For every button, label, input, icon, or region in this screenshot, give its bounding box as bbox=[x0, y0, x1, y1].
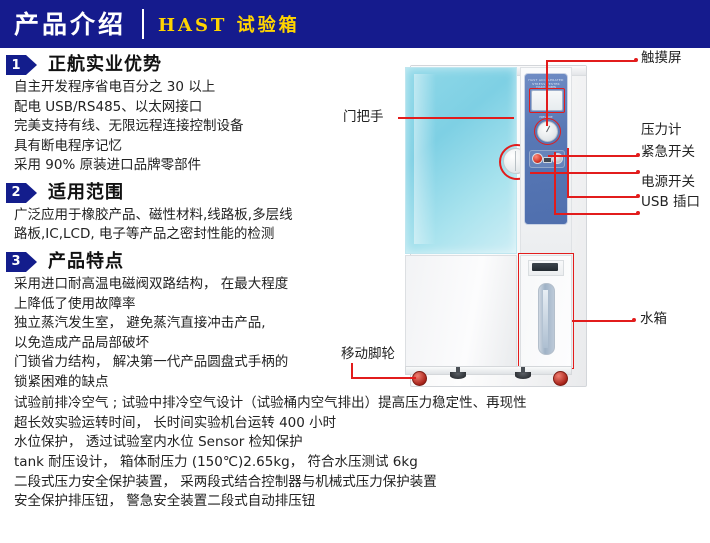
section-1-line: 自主开发程序省电百分之 30 以上 bbox=[14, 79, 216, 95]
section-3-line: 独立蒸汽发生室， 避免蒸汽直接冲击产品, bbox=[14, 315, 266, 332]
callout-label-usb: USB 插口 bbox=[641, 194, 701, 210]
cabinet-base bbox=[405, 366, 572, 375]
section-title-2: 适用范围 bbox=[48, 181, 124, 203]
callout-line-water-tank bbox=[572, 320, 634, 322]
caster-wheel bbox=[553, 371, 568, 386]
section-3-wide-line: tank 耐压设计， 箱体耐压力 (150℃)2.65kg， 符合水压测试 6k… bbox=[14, 454, 418, 470]
section-badge-1: 1 bbox=[6, 55, 37, 75]
callout-label-emergency-switch: 紧急开关 bbox=[641, 144, 695, 160]
pressure-gauge-highlight bbox=[534, 118, 561, 145]
callout-label-power-switch: 电源开关 bbox=[641, 174, 695, 190]
callout-dot-pressure-gauge bbox=[636, 153, 640, 157]
chamber-door bbox=[405, 67, 517, 254]
callout-line-touchscreen-v bbox=[546, 78, 548, 126]
callout-line-power-switch-h bbox=[567, 196, 638, 198]
emergency-switch-button[interactable] bbox=[532, 153, 543, 164]
callout-line-usb-h bbox=[554, 213, 638, 215]
water-level-indicator bbox=[543, 290, 548, 348]
callout-label-water-tank: 水箱 bbox=[640, 311, 667, 327]
section-3-wide-line: 二段式压力安全保护装置， 采两段式结合控制器与机械式压力保护装置 bbox=[14, 473, 437, 490]
callout-line-caster-h bbox=[351, 377, 416, 379]
callout-line-power-switch-v bbox=[567, 148, 569, 198]
section-header-2: 2 适用范围 bbox=[6, 183, 420, 203]
callout-label-caster: 移动脚轮 bbox=[341, 346, 395, 362]
callout-line-usb-v bbox=[554, 152, 556, 215]
callout-line-touchscreen-v2 bbox=[546, 60, 548, 78]
water-tank-highlight bbox=[518, 253, 574, 369]
panel-brand-text: HAST ACCELERATED STRESS TESTER bbox=[528, 78, 564, 86]
section-1-line: 完美支持有线、无限远程连接控制设备 bbox=[14, 118, 244, 135]
section-1-line: 配电 USB/RS485、以太网接口 bbox=[14, 98, 203, 115]
power-switch-button[interactable] bbox=[552, 153, 563, 164]
section-3-line: 采用进口耐高温电磁阀双路结构， 在最大程度 bbox=[14, 275, 289, 292]
callout-label-door-handle: 门把手 bbox=[343, 109, 384, 125]
section-3-line: 上降低了使用故障率 bbox=[14, 295, 136, 312]
section-body-1: 自主开发程序省电百分之 30 以上 配电 USB/RS485、以太网接口 完美支… bbox=[14, 78, 420, 176]
section-body-3-wide: 试验前排冷空气 ; 试验中排冷空气设计（试验桶内空气排出）提高压力稳定性、再现性… bbox=[14, 394, 527, 511]
section-3-line: 门锁省力结构， 解决第一代产品圆盘式手柄的 bbox=[14, 354, 289, 371]
section-3-wide-line: 试验前排冷空气 ; 试验中排冷空气设计（试验桶内空气排出）提高压力稳定性、再现性 bbox=[14, 395, 527, 412]
leveling-foot bbox=[450, 367, 466, 379]
callout-dot-water-tank bbox=[632, 318, 636, 322]
callout-line-emergency-switch bbox=[530, 172, 638, 174]
product-image: HAST ACCELERATED STRESS TESTER TOUCH SCR… bbox=[400, 55, 600, 400]
section-body-3: 采用进口耐高温电磁阀双路结构， 在最大程度 上降低了使用故障率 独立蒸汽发生室，… bbox=[14, 275, 420, 392]
section-title-3: 产品特点 bbox=[48, 251, 124, 273]
callout-label-touchscreen: 触摸屏 bbox=[641, 50, 682, 66]
section-1-line: 采用 90% 原装进口品牌零部件 bbox=[14, 157, 202, 174]
section-1-line: 具有断电程序记忆 bbox=[14, 137, 122, 154]
page-title: 产品介绍 bbox=[14, 9, 127, 39]
section-3-line: 以免造成产品局部破坏 bbox=[14, 334, 149, 351]
water-level-gauge bbox=[538, 283, 555, 355]
callout-dot-touchscreen bbox=[634, 58, 638, 62]
section-badge-2: 2 bbox=[6, 182, 37, 203]
section-3-line: 锁紧困难的缺点 bbox=[14, 373, 109, 390]
section-2-line: 广泛应用于橡胶产品、磁性材料,线路板,多层线 bbox=[14, 206, 293, 223]
section-badge-3: 3 bbox=[6, 251, 37, 272]
callout-label-pressure-gauge: 压力计 bbox=[641, 122, 682, 138]
callout-line-pressure-gauge bbox=[548, 155, 638, 157]
page-subtitle: HAST 试验箱 bbox=[158, 15, 300, 36]
section-header-3: 3 产品特点 bbox=[6, 252, 420, 272]
section-title-1: 正航实业优势 bbox=[48, 54, 162, 76]
callout-line-caster-v bbox=[351, 363, 353, 379]
vent-slot bbox=[532, 263, 558, 271]
section-3-wide-line: 水位保护， 透过试验室内水位 Sensor 检知保护 bbox=[14, 434, 303, 451]
content-column: 1 正航实业优势 自主开发程序省电百分之 30 以上 配电 USB/RS485、… bbox=[0, 48, 527, 512]
caster-wheel bbox=[412, 371, 427, 386]
callout-dot-usb bbox=[636, 211, 640, 215]
header-divider bbox=[142, 9, 145, 39]
usb-port-connector[interactable] bbox=[543, 157, 552, 163]
section-body-2: 广泛应用于橡胶产品、磁性材料,线路板,多层线 路板,IC,LCD, 电子等产品之… bbox=[14, 206, 420, 245]
callout-dot-emergency-switch bbox=[636, 170, 640, 174]
door-glare bbox=[414, 74, 436, 244]
section-3-wide-line: 安全保护排压钮， 警急安全装置二段式自动排压钮 bbox=[14, 493, 316, 510]
section-2-line: 路板,IC,LCD, 电子等产品之密封性能的检测 bbox=[14, 226, 275, 243]
callout-line-touchscreen-h bbox=[546, 60, 636, 62]
callout-dot-power-switch bbox=[636, 194, 640, 198]
page-header: 产品介绍 HAST 试验箱 bbox=[0, 0, 710, 48]
callout-line-door-handle bbox=[398, 117, 514, 119]
section-header-1: 1 正航实业优势 bbox=[6, 55, 420, 75]
leveling-foot bbox=[515, 367, 531, 379]
section-3-wide-line: 超长效实验运转时间， 长时间实验机台运转 400 小时 bbox=[14, 414, 337, 431]
lower-cabinet bbox=[405, 255, 517, 367]
